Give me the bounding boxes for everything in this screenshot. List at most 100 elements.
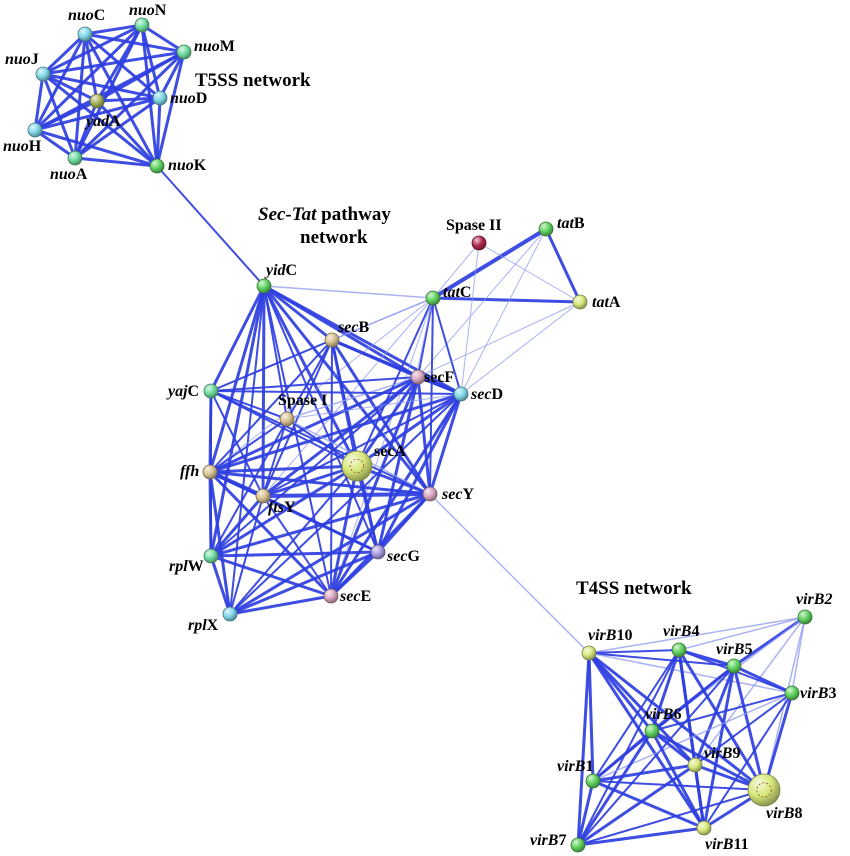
node-virB1[interactable] <box>585 773 601 789</box>
node-yadA[interactable] <box>89 93 105 109</box>
label-nuoA-prefix: nuo <box>50 166 76 183</box>
edge-secE-rplX <box>228 594 333 616</box>
edge-nuoC-nuoJ <box>41 32 87 76</box>
node-spase2[interactable] <box>471 235 487 251</box>
node-rplW[interactable] <box>203 548 219 564</box>
edge-secD-rplX <box>229 393 462 615</box>
edge-virB3-virB8 <box>762 691 794 792</box>
node-virB3[interactable] <box>784 685 800 701</box>
node-spase1[interactable] <box>279 411 295 427</box>
label-nuoM: nuoM <box>194 38 235 55</box>
label-virB3-suffix: 3 <box>828 685 836 702</box>
edge-nuoN-nuoH <box>33 23 144 132</box>
label-tatA: tatA <box>592 294 621 311</box>
label-virB11-suffix: 11 <box>733 836 748 853</box>
edge-spase2-tatA <box>478 242 581 303</box>
edge-secA-secE <box>329 464 359 598</box>
node-virB9[interactable] <box>687 757 703 773</box>
node-nuoC[interactable] <box>77 26 93 42</box>
node-secF[interactable] <box>410 369 426 385</box>
edge-secF-secA <box>355 375 420 468</box>
edge-nuoJ-nuoK <box>41 72 159 168</box>
node-nuoN[interactable] <box>134 17 150 33</box>
label-tatA-prefix: tat <box>592 294 609 311</box>
label-nuoH-prefix: nuo <box>3 138 29 155</box>
edge-virB1-virB7 <box>576 779 595 847</box>
label-nuoD: nuoD <box>170 90 207 107</box>
node-secB[interactable] <box>324 332 340 348</box>
edge-secY-virB10 <box>429 493 590 654</box>
edge-nuoM-nuoD <box>158 50 186 100</box>
node-virB8-structure-icon <box>756 782 772 798</box>
label-nuoK-prefix: nuo <box>168 157 194 174</box>
label-virB6: virB6 <box>645 706 681 723</box>
edge-virB5-virB3 <box>732 664 794 695</box>
label-nuoJ-suffix: J <box>31 51 39 68</box>
node-nuoA[interactable] <box>67 150 83 166</box>
node-virB11[interactable] <box>696 820 712 836</box>
label-secD-suffix: D <box>491 386 503 403</box>
edge-yidC-tatC <box>263 285 434 299</box>
node-nuoK[interactable] <box>149 158 165 174</box>
node-virB6[interactable] <box>644 723 660 739</box>
node-nuoH[interactable] <box>27 122 43 138</box>
node-secD[interactable] <box>453 386 469 402</box>
label-ftsY-prefix: fts <box>268 499 284 516</box>
sec-tat-title-suffix: pathway <box>316 204 391 225</box>
label-tatB-suffix: B <box>574 215 585 232</box>
node-secE[interactable] <box>323 588 339 604</box>
edge-nuoM-nuoK <box>155 50 186 168</box>
edge-virB4-virB1 <box>592 649 680 782</box>
node-rplX[interactable] <box>222 606 238 622</box>
node-yajC[interactable] <box>203 383 219 399</box>
label-nuoC-prefix: nuo <box>68 7 94 24</box>
label-virB10: virB10 <box>588 627 632 644</box>
label-yadA: yadA <box>84 113 121 130</box>
node-secG[interactable] <box>370 544 386 560</box>
edge-virB10-virB7 <box>576 651 591 847</box>
node-nuoD[interactable] <box>152 90 168 106</box>
node-nuoJ[interactable] <box>35 66 51 82</box>
node-tatC[interactable] <box>425 290 441 306</box>
label-nuoN-suffix: N <box>155 2 167 19</box>
edge-ffh-secE <box>208 470 333 598</box>
node-virB10[interactable] <box>581 645 597 661</box>
edge-ftsY-rplW <box>209 494 265 558</box>
label-secY-suffix: Y <box>462 486 474 503</box>
edge-virB10-virB1 <box>587 651 595 783</box>
edge-tatB-secD <box>460 228 547 395</box>
node-ffh[interactable] <box>202 464 218 480</box>
edge-tatC-ffh <box>209 297 434 473</box>
node-virB5[interactable] <box>726 658 742 674</box>
node-virB2[interactable] <box>797 609 813 625</box>
node-nuoM[interactable] <box>176 44 192 60</box>
node-virB7[interactable] <box>570 837 586 853</box>
node-tatA[interactable] <box>572 294 588 310</box>
label-nuoD-suffix: D <box>196 90 208 107</box>
edge-ffh-secA <box>208 464 359 474</box>
edge-nuoD-nuoH <box>33 96 162 132</box>
node-ftsY[interactable] <box>255 488 271 504</box>
edge-secA-rplW <box>209 464 359 558</box>
node-tatB[interactable] <box>538 221 554 237</box>
node-secY[interactable] <box>422 486 438 502</box>
label-yajC-suffix: C <box>188 383 200 400</box>
edge-nuoA-nuoK <box>73 156 159 168</box>
edge-secD-ffh <box>208 392 463 474</box>
label-virB1: virB1 <box>557 758 593 775</box>
label-ftsY: ftsY <box>268 499 296 516</box>
node-virB8[interactable] <box>747 773 781 807</box>
edge-yidC-secD <box>262 284 463 396</box>
edge-virB6-virB1 <box>591 729 654 783</box>
edge-yidC-rplX <box>229 285 265 615</box>
edge-secD-secY <box>428 392 463 496</box>
label-nuoK-suffix: K <box>194 157 207 174</box>
node-yidC[interactable] <box>256 278 272 294</box>
node-virB4[interactable] <box>671 642 687 658</box>
label-nuoJ: nuoJ <box>5 51 39 68</box>
edge-secF-yajC <box>210 376 419 392</box>
node-secA[interactable] <box>341 450 373 482</box>
edge-nuoN-nuoM <box>140 23 186 54</box>
edge-tatB-tatA <box>544 227 582 304</box>
edge-virB6-virB7 <box>576 729 654 847</box>
